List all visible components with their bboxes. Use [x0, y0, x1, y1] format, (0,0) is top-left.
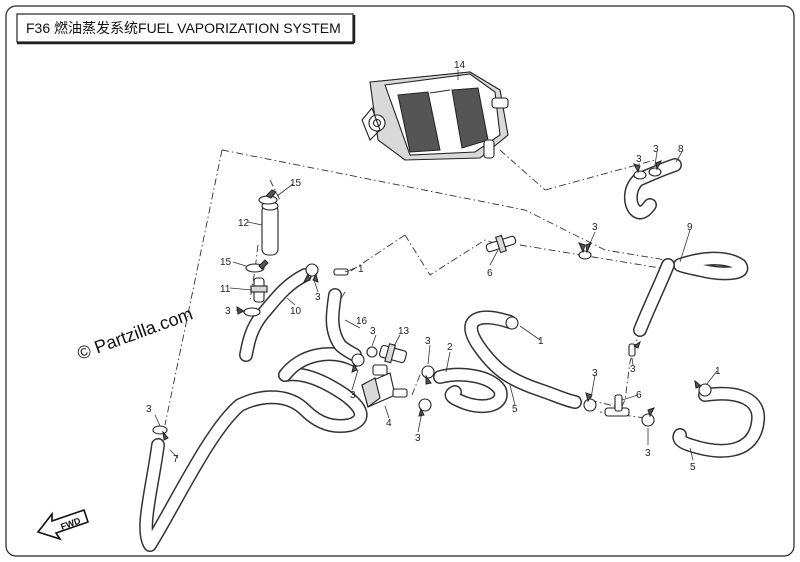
callout-3-right: 3	[630, 364, 636, 375]
callout-3-hose10: 3	[315, 292, 321, 303]
callout-16: 16	[356, 316, 368, 327]
callout-3-hose8a: 3	[653, 144, 659, 155]
callout-1-mid: 1	[538, 336, 544, 347]
callout-11: 11	[220, 284, 231, 295]
hose-10	[239, 268, 312, 362]
callout-13: 13	[398, 326, 410, 337]
callout-3-bottom: 3	[415, 433, 421, 444]
callout-4: 4	[386, 418, 392, 429]
callout-2: 2	[447, 342, 453, 353]
callout-3-left: 3	[225, 306, 231, 317]
callout-1-right: 1	[715, 366, 721, 377]
tube-12	[261, 201, 279, 256]
callout-3-hose7: 3	[146, 404, 152, 415]
tee-6-upper	[485, 234, 517, 254]
callout-15-top: 15	[290, 178, 302, 189]
hose-16	[325, 288, 362, 362]
valve-4	[361, 364, 408, 408]
connector-13	[379, 343, 407, 364]
tee-6-lower	[604, 394, 630, 417]
callout-3-valve: 3	[350, 390, 356, 401]
callout-6-upper: 6	[487, 268, 493, 279]
callout-5-center: 5	[512, 404, 518, 415]
hose-5-center	[464, 310, 582, 409]
callout-15-mid: 15	[220, 257, 232, 268]
callout-10: 10	[290, 306, 302, 317]
callout-12: 12	[238, 218, 250, 229]
hose-5-right	[672, 386, 766, 458]
drawing-border	[5, 5, 795, 557]
callout-3-lowright: 3	[645, 448, 651, 459]
callout-numbers: 14 15 12 15 11 3 10 1 3 3 7 16 13 3 3 4 …	[146, 60, 721, 473]
callout-1-left: 1	[358, 264, 364, 275]
callout-3-upper: 3	[592, 222, 598, 233]
callout-8: 8	[678, 144, 684, 155]
callout-3-lower: 3	[592, 368, 598, 379]
diagram-title: F36 燃油蒸发系统FUEL VAPORIZATION SYSTEM	[26, 20, 341, 36]
callout-6-lower: 6	[636, 390, 642, 401]
callout-3-c2: 3	[425, 336, 431, 347]
hose-7	[139, 347, 368, 552]
fwd-arrow: FWD	[36, 508, 90, 541]
callout-7: 7	[173, 454, 179, 465]
watermark: © Partzilla.com	[75, 303, 196, 363]
callout-5-right: 5	[690, 462, 696, 473]
callout-14: 14	[454, 60, 466, 71]
callout-3-hose8b: 3	[636, 154, 642, 165]
canister-14	[361, 71, 509, 161]
leader-lines	[154, 70, 718, 461]
callout-9: 9	[687, 222, 693, 233]
clamp-set	[152, 160, 712, 441]
hose-2	[433, 367, 508, 414]
fitting-11	[250, 277, 268, 303]
hose-9	[633, 251, 749, 337]
callout-3-c13: 3	[370, 326, 376, 337]
